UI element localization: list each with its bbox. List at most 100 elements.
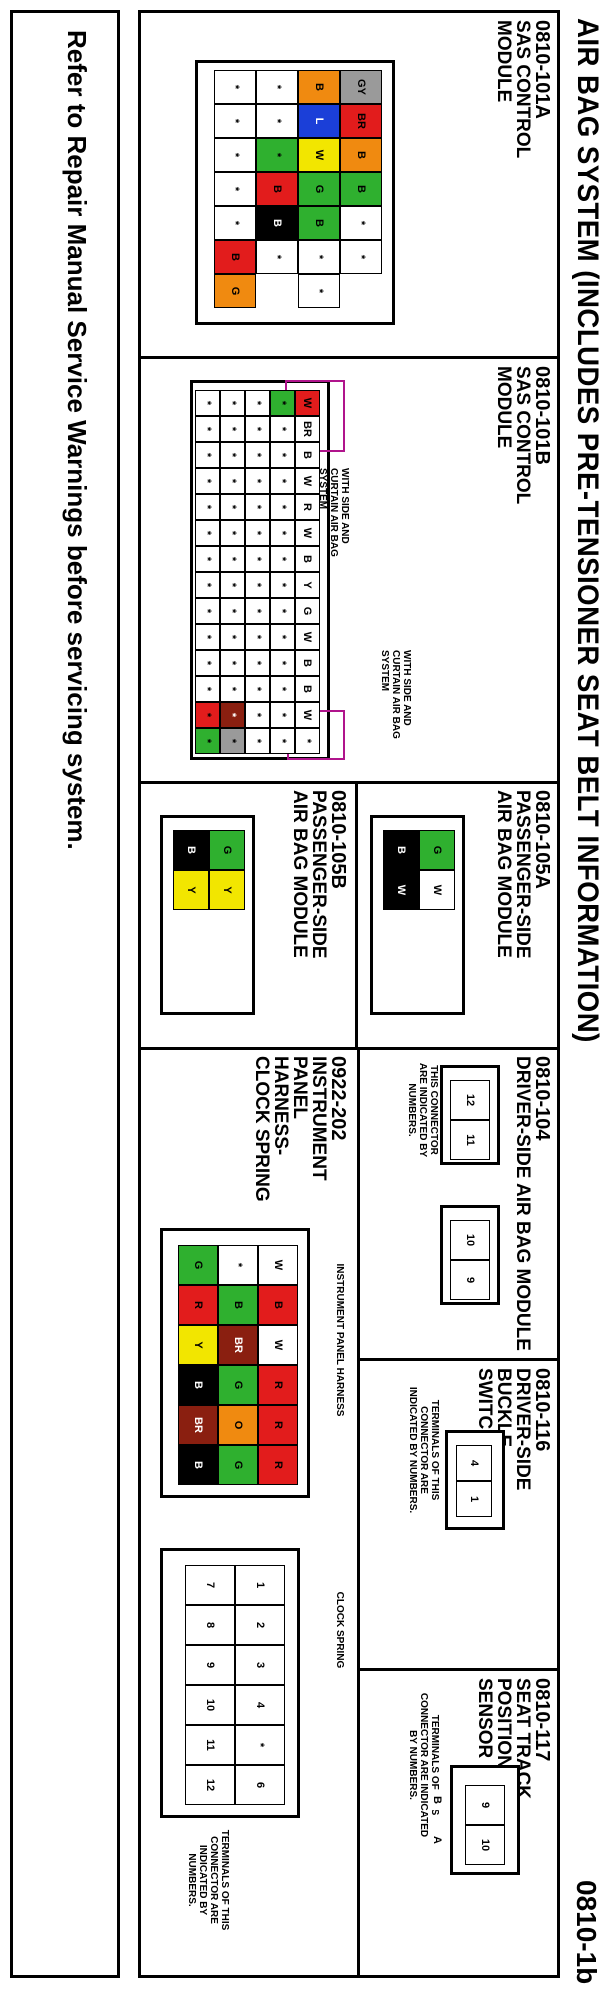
pin-101b: B [295,676,320,702]
pin-202-cs: 7 [185,1565,235,1605]
pin-202-cs: * [235,1725,285,1765]
pin-101b: * [270,572,295,598]
pin-101a: * [340,240,382,274]
pin-202-ip: R [258,1365,298,1405]
pin-101b: R [295,494,320,520]
page-title: AIR BAG SYSTEM (INCLUDES PRE-TENSIONER S… [571,18,604,1043]
pin-101b: * [220,676,245,702]
pin-202-cs: 8 [185,1605,235,1645]
pin-101b: * [195,416,220,442]
pin-101b: * [195,494,220,520]
pin-202-ip: G [218,1365,258,1405]
pin-101b: * [245,702,270,728]
pin-202-cs: 11 [185,1725,235,1765]
pin-101a: * [214,70,256,104]
pin-202-ip: R [258,1405,298,1445]
pin-202-cs: 10 [185,1685,235,1725]
pin-101b: * [220,624,245,650]
pin-202-ip: G [218,1445,258,1485]
service-warning: Refer to Repair Manual Service Warnings … [62,30,92,850]
pin-101b: * [245,546,270,572]
pin-105b: G [209,830,245,870]
pin-101a: B [298,70,340,104]
pin-101b: * [220,546,245,572]
pin-101b: * [220,650,245,676]
pin-101a: * [298,274,340,308]
pin-101a: B [214,240,256,274]
pin-101a: * [256,240,298,274]
pin-101b: * [220,442,245,468]
pin-101b: G [295,598,320,624]
section-code-101a: 0810-101A [531,20,553,119]
pin-101b: * [270,390,295,416]
pin-101b: * [195,390,220,416]
pin-105a: B [383,830,419,870]
pin-101a: BR [340,104,382,138]
pin-101b: * [270,650,295,676]
pin-101b: W [295,390,320,416]
pin-202-ip: O [218,1405,258,1445]
section-code-104: 0810-104 [531,1056,553,1141]
section-code-202: 0922-202 [327,1056,349,1141]
pin-104: 10 [450,1220,490,1260]
pin-101b: * [195,728,220,754]
side-curtain-note-1: WITH SIDE AND CURTAIN AIR BAG SYSTEM [317,468,350,557]
pin-202-ip: Y [178,1325,218,1365]
pin-101b: * [270,702,295,728]
pin-101b: BR [295,416,320,442]
pin-101b: * [270,468,295,494]
pin-104: 12 [450,1080,490,1120]
pin-101a: B [256,206,298,240]
pin-101a: B [340,172,382,206]
pin-101b: * [220,468,245,494]
pin-101b: * [270,442,295,468]
pin-202-cs: 6 [235,1765,285,1805]
pin-202-ip: W [258,1325,298,1365]
pin-101a: G [214,274,256,308]
pin-101b: Y [295,572,320,598]
pin-202-cs: 3 [235,1645,285,1685]
pin-202-ip: B [178,1365,218,1405]
pin-101b: * [245,520,270,546]
pin-202-ip: * [218,1245,258,1285]
pin-101b: * [245,598,270,624]
pin-105a: G [419,830,455,870]
section-code-105b: 0810-105B [327,790,349,889]
ip-harness-label: INSTRUMENT PANEL HARNESS [334,1263,345,1417]
section-code-117: 0810-117 [531,1678,553,1762]
pin-101b: W [295,702,320,728]
pin-101b: * [245,728,270,754]
pin-104: 11 [450,1120,490,1160]
pin-116: 4 [456,1445,492,1481]
terminals-note-116: TERMINALS OF THIS CONNECTOR ARE INDICATE… [407,1386,440,1514]
pin-101b: B [295,442,320,468]
section-code-116: 0810-116 [531,1368,553,1452]
pin-101a: G [298,172,340,206]
pin-101b: * [270,546,295,572]
pin-101b: * [195,676,220,702]
terminal-letter-117: B [429,1790,445,1810]
divider [357,1047,360,1977]
pin-105b: Y [173,870,209,910]
pin-101b: B [295,650,320,676]
pin-101b: B [295,546,320,572]
pin-117: 9 [465,1785,505,1825]
pin-101a: * [298,240,340,274]
pin-101b: * [245,572,270,598]
pin-101b: * [220,416,245,442]
pin-117: 10 [465,1825,505,1865]
pin-202-ip: B [218,1285,258,1325]
pin-202-ip: R [258,1445,298,1485]
section-code-105a: 0810-105A [531,790,553,889]
pin-202-cs: 2 [235,1605,285,1645]
pin-101b: * [220,572,245,598]
divider [138,356,560,359]
pin-101a: * [256,104,298,138]
pin-202-cs: 1 [235,1565,285,1605]
pin-101b: * [245,442,270,468]
terminals-note-117: TERMINALS OF THIS CONNECTOR ARE INDICATE… [407,1692,440,1838]
section-name-101b: SAS CONTROL MODULE [493,366,533,505]
pin-202-ip: B [178,1445,218,1485]
section-name-105b: PASSENGER-SIDE AIR BAG MODULE [289,790,329,959]
